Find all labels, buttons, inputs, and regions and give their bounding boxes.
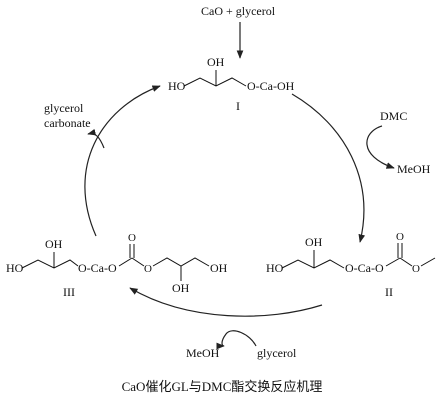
compound-ii-carbonyl-o: O: [396, 231, 404, 243]
compound-ii-label: II: [385, 285, 393, 299]
compound-iii-bottom-oh: OH: [172, 281, 190, 295]
top-reactants-label: CaO + glycerol: [201, 4, 276, 18]
compound-i-ho: HO: [168, 79, 186, 93]
compound-iii-right-backbone: [152, 257, 210, 267]
compound-i-label: I: [236, 99, 240, 113]
compound-ii-tail: O-Ca-O: [345, 261, 384, 275]
product-label-line1: glycerol: [44, 101, 84, 115]
cycle-arc-iii-to-i: [84, 85, 161, 237]
compound-iii-right-oh: OH: [210, 261, 228, 275]
compound-ii-methyl-bond: [420, 257, 436, 267]
compound-iii-carbonyl-o: O: [128, 232, 136, 244]
compound-iii-ester-o: O: [144, 263, 152, 275]
compound-ii-ester-o: O: [412, 263, 420, 275]
meoh-right-label: MeOH: [397, 162, 431, 176]
compound-iii-ca-link: O-Ca-O: [78, 261, 117, 275]
compound-iii-ho: HO: [6, 261, 24, 275]
dmc-in-meoh-out-arrow: [366, 125, 395, 169]
compound-iii-carbonyl-to-ester: [131, 257, 145, 267]
cycle-arc-ii-to-iii: [129, 287, 323, 317]
compound-ii-oh: OH: [305, 235, 323, 249]
compound-iii-left-oh: OH: [45, 237, 63, 251]
product-out-arrow: [87, 128, 105, 149]
meoh-bottom-label: MeOH: [186, 346, 220, 360]
compound-ii-carbonyl-to-ester: [399, 257, 413, 267]
compound-i-structure: HO OH O-Ca-OH: [168, 55, 295, 93]
compound-i-tail: O-Ca-OH: [247, 79, 295, 93]
compound-i-backbone: [183, 77, 247, 87]
compound-i-oh: OH: [207, 55, 225, 69]
compound-ii-structure: HO OH O-Ca-O O O: [266, 231, 436, 275]
compound-ii-backbone: [281, 259, 345, 269]
compound-iii-left-backbone: [21, 259, 79, 269]
compound-ii-ho: HO: [266, 261, 284, 275]
glycerol-bottom-label: glycerol: [257, 346, 297, 360]
figure-caption: CaO催化GL与DMC酯交换反应机理: [122, 379, 323, 394]
dmc-label: DMC: [380, 109, 407, 123]
compound-iii-link-to-carbonyl: [118, 257, 133, 267]
compound-iii-structure: HO OH O-Ca-O O O OH OH: [6, 232, 228, 295]
product-label-line2: carbonate: [44, 116, 91, 130]
compound-ii-link-to-carbonyl: [385, 257, 401, 267]
glycerol-in-meoh-out-arrow: [216, 330, 257, 350]
compound-iii-label: III: [63, 285, 75, 299]
cycle-arc-i-to-ii: [291, 93, 366, 243]
